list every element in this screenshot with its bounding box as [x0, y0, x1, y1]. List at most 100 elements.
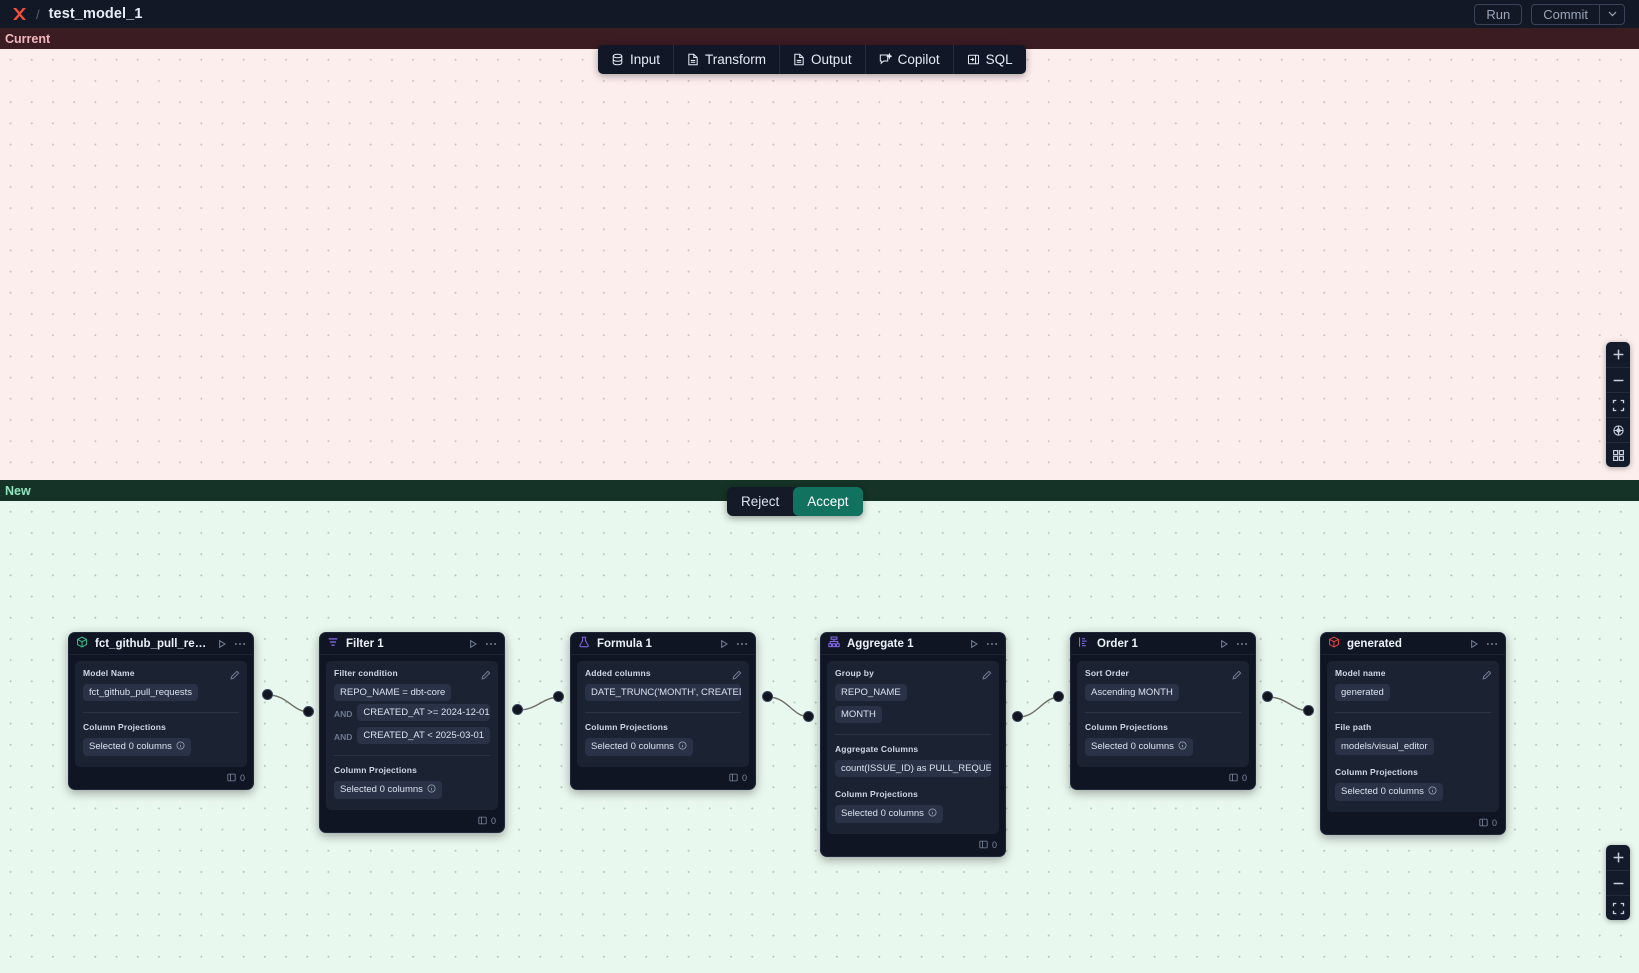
section-label: Column Projections: [1085, 722, 1168, 732]
value-chip[interactable]: Selected 0 columns: [83, 737, 191, 756]
more-horizontal-icon[interactable]: [1486, 639, 1498, 649]
chip-text: Selected 0 columns: [340, 784, 423, 795]
value-chip[interactable]: count(ISSUE_ID) as PULL_REQUEST_…: [835, 760, 991, 777]
x-logo-icon[interactable]: [8, 3, 30, 25]
connection-port[interactable]: [512, 704, 523, 715]
chip-text: Selected 0 columns: [1341, 786, 1424, 797]
minus-icon[interactable]: [1606, 367, 1630, 392]
chevron-down-icon[interactable]: [1599, 3, 1625, 25]
diff-decision-bar: Reject Accept: [727, 487, 863, 516]
value-chip[interactable]: Selected 0 columns: [585, 737, 693, 756]
section-divider: [83, 712, 239, 713]
node-header[interactable]: Formula 1: [571, 633, 755, 655]
connection-port[interactable]: [1262, 691, 1273, 702]
value-chip[interactable]: generated: [1335, 684, 1390, 701]
value-chip[interactable]: CREATED_AT >= 2024-12-01: [357, 704, 490, 721]
accept-button[interactable]: Accept: [793, 487, 863, 516]
connection-port[interactable]: [303, 706, 314, 717]
toolbar-item-sql[interactable]: SQL: [952, 45, 1026, 74]
node-source[interactable]: fct_github_pull_requestsModel Namefct_gi…: [68, 632, 254, 790]
pencil-icon[interactable]: [982, 667, 992, 685]
info-icon[interactable]: [1178, 741, 1187, 753]
pencil-icon[interactable]: [732, 667, 742, 685]
toolbar-item-transform[interactable]: Transform: [673, 45, 779, 74]
column-count: 0: [239, 773, 245, 783]
canvas-current[interactable]: [0, 28, 1639, 480]
connection-port[interactable]: [262, 689, 273, 700]
value-chip[interactable]: Selected 0 columns: [835, 804, 943, 823]
play-icon[interactable]: [719, 639, 729, 649]
run-button[interactable]: Run: [1474, 3, 1523, 25]
value-chip[interactable]: MONTH: [835, 706, 882, 723]
node-header[interactable]: Aggregate 1: [821, 633, 1005, 655]
play-icon[interactable]: [468, 639, 478, 649]
more-horizontal-icon[interactable]: [485, 639, 497, 649]
connection-port[interactable]: [553, 691, 564, 702]
and-keyword: AND: [334, 709, 353, 719]
minimap-icon[interactable]: [1606, 442, 1630, 467]
info-icon[interactable]: [678, 741, 687, 753]
value-chip[interactable]: models/visual_editor: [1335, 738, 1434, 755]
fit-view-icon[interactable]: [1606, 392, 1630, 417]
node-header[interactable]: fct_github_pull_requests: [69, 633, 253, 655]
value-chip[interactable]: Selected 0 columns: [334, 780, 442, 799]
value-chip[interactable]: CREATED_AT < 2025-03-01: [357, 727, 490, 744]
reject-button[interactable]: Reject: [741, 494, 780, 509]
more-horizontal-icon[interactable]: [986, 639, 998, 649]
connection-port[interactable]: [1053, 691, 1064, 702]
info-icon[interactable]: [928, 808, 937, 820]
play-icon[interactable]: [969, 639, 979, 649]
value-chip[interactable]: DATE_TRUNC('MONTH', CREATED_AT…: [585, 684, 741, 701]
play-icon[interactable]: [217, 639, 227, 649]
plus-icon[interactable]: [1606, 342, 1630, 367]
value-chip[interactable]: Selected 0 columns: [1335, 782, 1443, 801]
connection-port[interactable]: [1012, 711, 1023, 722]
info-icon[interactable]: [427, 784, 436, 796]
node-title: Filter 1: [346, 637, 384, 650]
toolbar-item-output[interactable]: Output: [779, 45, 865, 74]
connection-port[interactable]: [762, 691, 773, 702]
minus-icon[interactable]: [1606, 870, 1630, 895]
pencil-icon[interactable]: [1482, 667, 1492, 685]
node-header[interactable]: Filter 1: [320, 633, 504, 655]
node-header[interactable]: Order 1: [1071, 633, 1255, 655]
section-divider: [334, 755, 490, 756]
commit-button[interactable]: Commit: [1531, 3, 1599, 25]
filter-icon: [327, 635, 339, 653]
info-icon[interactable]: [1428, 786, 1437, 798]
connection-port[interactable]: [1303, 705, 1314, 716]
lock-globe-icon[interactable]: [1606, 417, 1630, 442]
value-chip[interactable]: fct_github_pull_requests: [83, 684, 198, 701]
node-header[interactable]: generated: [1321, 633, 1505, 655]
chip-text: Selected 0 columns: [89, 741, 172, 752]
copilot-sparkle-icon: [879, 53, 892, 66]
pencil-icon[interactable]: [481, 667, 491, 685]
value-chip[interactable]: REPO_NAME: [835, 684, 907, 701]
more-horizontal-icon[interactable]: [234, 639, 246, 649]
canvas-dot-grid: [0, 28, 1639, 480]
more-horizontal-icon[interactable]: [1236, 639, 1248, 649]
fit-view-icon[interactable]: [1606, 895, 1630, 920]
value-chip[interactable]: Selected 0 columns: [1085, 737, 1193, 756]
value-chip[interactable]: REPO_NAME = dbt-core: [334, 684, 452, 701]
info-icon[interactable]: [176, 741, 185, 753]
play-icon[interactable]: [1469, 639, 1479, 649]
play-icon[interactable]: [1219, 639, 1229, 649]
value-chip[interactable]: Ascending MONTH: [1085, 684, 1179, 701]
connection-port[interactable]: [803, 711, 814, 722]
column-count: 0: [1491, 818, 1497, 828]
pencil-icon[interactable]: [1232, 667, 1242, 685]
toolbar-item-input[interactable]: Input: [598, 45, 673, 74]
plus-icon[interactable]: [1606, 845, 1630, 870]
section-label: Column Projections: [585, 722, 668, 732]
pencil-icon[interactable]: [230, 667, 240, 685]
more-horizontal-icon[interactable]: [736, 639, 748, 649]
commit-split-button[interactable]: Commit: [1531, 3, 1625, 25]
toolbar-item-copilot[interactable]: Copilot: [864, 45, 953, 74]
